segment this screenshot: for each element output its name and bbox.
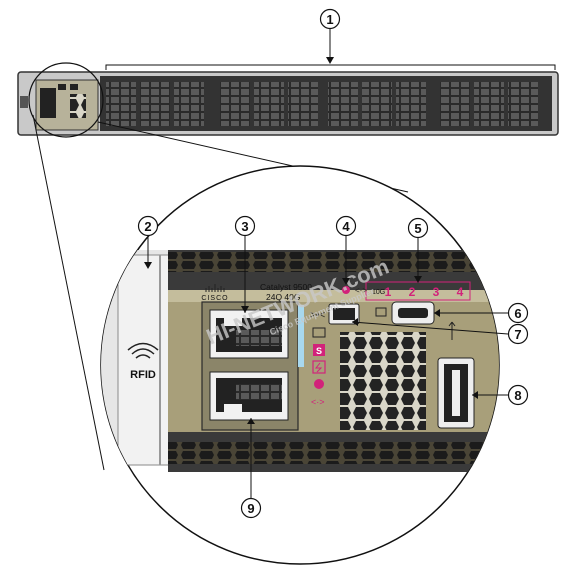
mini-usb-console-port[interactable] [391,301,435,325]
callout-2: 2 [137,215,159,237]
svg-text:3: 3 [241,219,248,234]
network-link-icon: >•< [310,310,325,321]
model-line-2: 24Q 40G [266,292,301,302]
callout-3: 3 [234,215,256,237]
callout-9: 9 [240,497,262,519]
fan-vent-grill [340,332,426,430]
beacon-led [342,286,350,294]
cisco-logo: CISCO [201,284,228,302]
svg-text:4: 4 [342,219,350,234]
qsfp-ports [106,82,538,126]
mgmt-small-port[interactable] [328,303,360,325]
svg-text:8: 8 [514,388,521,403]
callout-5: 5 [407,217,429,239]
callout-1: 1 [319,8,341,30]
port-number-3: 3 [433,285,440,299]
rfid-icon [127,342,159,359]
callout-1-bracket [105,64,556,70]
console-icon [312,327,326,338]
port-number-2: 2 [409,285,416,299]
power-icon [312,360,326,374]
callout-7: 7 [507,323,529,345]
status-led-column: >•< S <·> [310,310,326,407]
svg-text:7: 7 [514,327,521,342]
callout-8: 8 [507,384,529,406]
usb-type-a-port[interactable] [437,357,475,429]
port-number-1: 1 [385,285,392,299]
callout-4: 4 [335,215,357,237]
fan-icon [314,379,324,389]
chassis-front-view [17,71,559,136]
usb-console-icon [375,307,387,317]
port-group-label: 10G [372,289,385,296]
model-line-1: Catalyst 9500 [260,282,312,292]
brand-label: CISCO [201,295,228,302]
rj45-port-top[interactable] [209,309,289,359]
status-led-letter: S [316,346,322,356]
svg-text:5: 5 [414,221,421,236]
callout-6: 6 [507,302,529,324]
svg-text:>•<: >•< [310,310,325,321]
svg-text:1: 1 [326,12,333,27]
svg-text:9: 9 [247,501,254,516]
callout-arrowheads [144,262,478,424]
svg-text:2: 2 [144,219,151,234]
svg-text:6: 6 [514,306,521,321]
status-led-box [313,344,325,356]
port-group-icon: <·> [355,286,367,295]
rfid-label: RFID [130,369,156,381]
usb-icon [448,321,456,340]
rj45-port-bottom[interactable] [209,371,289,421]
port-number-4: 4 [457,285,464,299]
callout-leaders [147,236,509,498]
stack-icon: <·> [311,397,325,407]
magnify-source-circle [28,62,104,138]
magnified-panel [101,250,499,472]
